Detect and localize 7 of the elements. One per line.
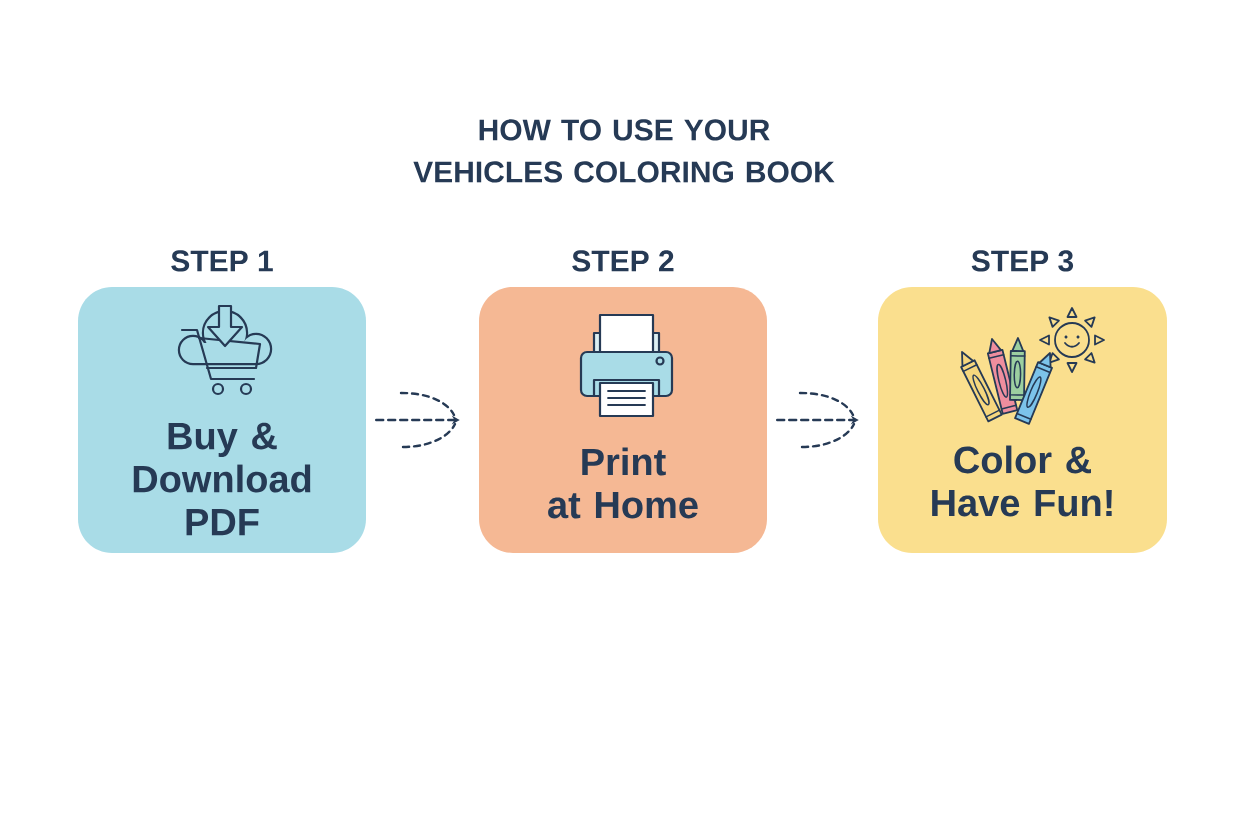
step-heading: STEP 2 (572, 250, 674, 272)
step-heading: STEP 1 (171, 250, 273, 272)
step-box: Color & Have Fun! (878, 287, 1167, 553)
step-heading: STEP 3 (971, 250, 1074, 272)
step-box: Print at Home (479, 287, 767, 553)
step-box: Buy & Download PDF (78, 287, 366, 553)
title: HOW TO USE YOUR VEHICLES COLORING BOOK (413, 119, 835, 183)
